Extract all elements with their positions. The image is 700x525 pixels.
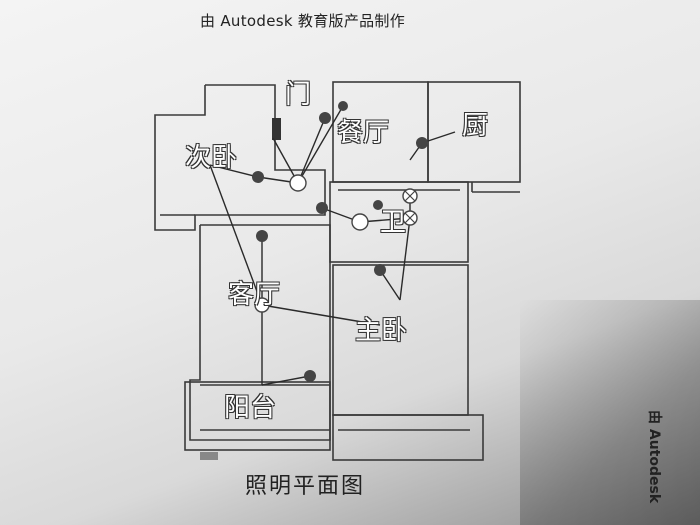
autodesk-watermark: 由 Autodesk 教育版产品制作 <box>200 12 406 30</box>
wall-keting <box>189 224 331 441</box>
shadow-overlay <box>520 300 700 525</box>
fixtures <box>252 101 428 382</box>
ceiling-light-hall <box>289 174 307 192</box>
wall-zhuwo-balcony <box>332 414 484 461</box>
label-canting: 餐厅 <box>337 118 390 148</box>
light-wei-1 <box>373 200 383 210</box>
floor-mark <box>200 452 218 460</box>
light-keting-1 <box>256 230 268 242</box>
light-ciwo <box>252 171 264 183</box>
ceiling-light-corridor <box>351 213 369 231</box>
wall-wei <box>329 181 469 263</box>
light-chu <box>416 137 428 149</box>
wall-chu <box>427 81 521 183</box>
light-men <box>319 112 331 124</box>
label-wei: 卫 <box>380 208 407 238</box>
light-canting-1 <box>338 101 348 111</box>
label-ciwo: 次卧 <box>185 143 238 173</box>
wall-yangtai <box>184 381 331 451</box>
label-men: 门 <box>285 80 312 110</box>
ceiling-light-keting <box>254 297 270 313</box>
light-zhuwo <box>374 264 386 276</box>
door-mark <box>272 118 281 140</box>
label-chu: 厨 <box>462 111 489 141</box>
light-hall <box>316 202 328 214</box>
bath-fan-crosses <box>404 190 416 224</box>
wall-outlines <box>154 81 521 461</box>
label-keting: 客厅 <box>228 280 281 310</box>
label-yangtai: 阳台 <box>224 393 277 423</box>
drawing-title: 照明平面图 <box>245 474 366 499</box>
light-yangtai <box>304 370 316 382</box>
label-zhuwo: 主卧 <box>355 316 408 346</box>
